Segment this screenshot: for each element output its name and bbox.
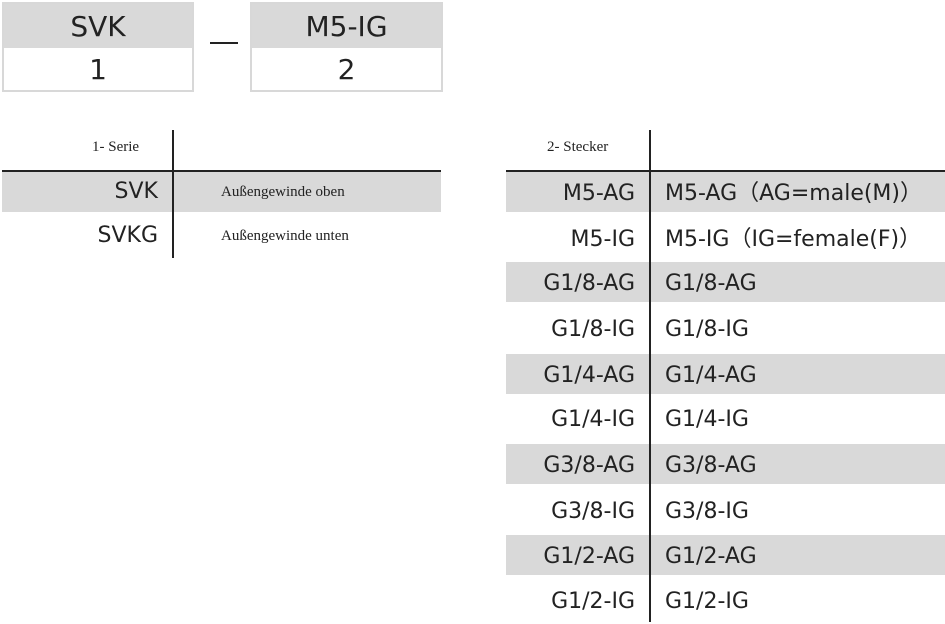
table-row [506, 172, 945, 212]
connector-table-header: 2- Stecker [547, 139, 609, 155]
series-table-header: 1- Serie [92, 139, 140, 155]
code-part-connector-value: M5-IG [252, 4, 441, 48]
connector-description: G1/4-AG [665, 363, 757, 388]
connector-code: G3/8-IG [551, 499, 635, 524]
code-part-series-index: 1 [89, 53, 107, 86]
connector-description: M5-AG（AG=male(M)） [665, 181, 922, 206]
connector-description: M5-IG（IG=female(F)） [665, 227, 922, 252]
code-part-connector-box: M5-IG 2 [250, 2, 443, 92]
connector-code: G1/2-IG [551, 589, 635, 614]
connector-description: G1/8-IG [665, 317, 749, 342]
table-row [506, 535, 945, 575]
connector-code: G1/4-IG [551, 407, 635, 432]
connector-description: G1/2-IG [665, 589, 749, 614]
table-row [506, 354, 945, 394]
connector-code: G1/8-IG [551, 317, 635, 342]
connector-description: G1/4-IG [665, 407, 749, 432]
connector-description: G3/8-IG [665, 499, 749, 524]
connector-code: M5-IG [570, 227, 635, 252]
series-table-divider-seg [172, 172, 174, 212]
table-row [506, 262, 945, 302]
code-separator [210, 42, 238, 44]
series-code: SVKG [97, 223, 159, 248]
code-part-series-value: SVK [4, 4, 192, 48]
table-row [506, 444, 945, 484]
connector-code: G1/4-AG [543, 363, 635, 388]
connector-code: M5-AG [562, 181, 635, 206]
code-part-series-box: SVK 1 [2, 2, 194, 92]
connector-code: G3/8-AG [543, 453, 635, 478]
connector-description: G3/8-AG [665, 453, 757, 478]
code-part-connector-index: 2 [337, 53, 356, 86]
connector-code: G1/8-AG [543, 271, 635, 296]
connector-description: G1/8-AG [665, 271, 757, 296]
connector-table-divider [649, 130, 651, 622]
table-row [2, 172, 441, 212]
series-table-header-rule [2, 170, 441, 172]
series-description: Außengewinde oben [221, 184, 345, 200]
connector-description: G1/2-AG [665, 544, 757, 569]
connector-table-header-rule [506, 170, 945, 172]
series-code: SVK [114, 179, 158, 204]
connector-code: G1/2-AG [543, 544, 635, 569]
series-description: Außengewinde unten [221, 228, 349, 244]
